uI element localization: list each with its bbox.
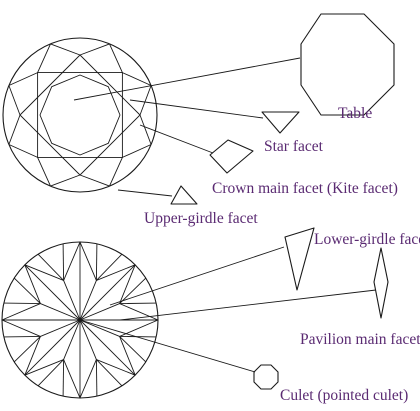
crown-facet-lines: [8, 43, 152, 187]
pavilion-main-line: [79, 319, 136, 376]
upper-girdle-line: [8, 85, 21, 116]
pavilion-star-line: [79, 241, 97, 281]
lower-girdle-line: [96, 359, 123, 387]
upper-girdle-line: [37, 157, 51, 187]
pavilion-star-line: [96, 359, 136, 376]
pavilion-star-line: [24, 336, 41, 376]
lower-girdle-line: [119, 302, 157, 305]
crown-main-facet-shape: [209, 139, 254, 174]
pavilion-star-line: [24, 264, 64, 281]
pavilion-star-line: [96, 264, 136, 281]
lower-girdle-line: [13, 336, 41, 363]
pavilion-star-line: [63, 359, 81, 399]
pavilion-main-facet-label: Pavilion main facet: [300, 331, 420, 348]
pavilion-star-line: [119, 303, 159, 321]
upper-girdle-line: [8, 72, 38, 86]
pavilion-main-facet-leader-line: [119, 289, 377, 321]
pavilion-inner-line: [40, 319, 81, 337]
pavilion-star-line: [119, 336, 136, 376]
upper-girdle-line: [122, 72, 152, 86]
pavilion-view: [1, 241, 159, 399]
lower-girdle-line: [62, 359, 65, 397]
upper-girdle-facet-label: Upper-girdle facet: [144, 210, 258, 227]
lower-girdle-line: [37, 253, 64, 281]
pavilion-facet-lines: [1, 241, 159, 399]
lower-girdle-line: [119, 335, 157, 338]
pavilion-inner-line: [63, 319, 81, 360]
leader-lines: [73, 57, 377, 373]
table-label: Table: [338, 105, 372, 122]
table-facet: [39, 74, 121, 156]
pavilion-star-line: [79, 359, 97, 399]
upper-girdle-line: [139, 85, 152, 116]
lower-girdle-line: [119, 336, 147, 363]
pavilion-star-line: [119, 264, 136, 304]
pavilion-inner-line: [40, 303, 81, 321]
pavilion-main-line: [79, 264, 136, 321]
lower-girdle-line: [13, 277, 41, 304]
upper-girdle-line: [37, 43, 51, 73]
lower-girdle-facet-label: Lower-girdle facet: [314, 231, 420, 248]
pavilion-inner-line: [63, 280, 81, 321]
star-facet-label: Star facet: [264, 138, 324, 155]
pavilion-main-line: [24, 319, 81, 376]
upper-girdle-line: [79, 174, 110, 187]
pavilion-star-line: [1, 319, 41, 337]
culet-leader-line: [79, 319, 256, 373]
lower-girdle-line: [95, 359, 98, 397]
lower-girdle-facet-leader-line: [109, 246, 285, 306]
crown-girdle-circle: [2, 37, 158, 193]
crown-main-facet-leader-line: [139, 124, 214, 154]
upper-girdle-line: [50, 174, 81, 187]
culet-label: Culet (pointed culet): [280, 387, 408, 404]
lower-girdle-line: [3, 302, 41, 305]
pavilion-star-line: [63, 241, 81, 281]
star-facet-shape: [261, 111, 300, 134]
table-leader-line: [73, 57, 301, 101]
lower-girdle-line: [95, 243, 98, 281]
lower-girdle-line: [3, 335, 41, 338]
upper-girdle-line: [8, 114, 21, 145]
upper-girdle-line: [8, 144, 38, 158]
upper-girdle-facet-leader-line: [117, 189, 173, 197]
upper-girdle-line: [50, 43, 81, 56]
crown-view: [2, 37, 158, 193]
upper-girdle-line: [79, 43, 110, 56]
upper-girdle-line: [109, 43, 123, 73]
upper-girdle-line: [139, 114, 152, 145]
pavilion-inner-line: [79, 303, 120, 321]
table-octagon-shape: [300, 13, 395, 116]
culet-octagon-shape: [253, 364, 279, 390]
pavilion-main-line: [24, 264, 81, 321]
pavilion-star-line: [24, 264, 41, 304]
star-square-b: [37, 72, 123, 158]
lower-girdle-line: [62, 243, 65, 281]
lower-girdle-line: [96, 253, 123, 281]
crown-main-facet-label: Crown main facet (Kite facet): [212, 180, 398, 197]
upper-girdle-line: [109, 157, 123, 187]
pavilion-inner-line: [79, 280, 97, 321]
star-facet-leader-line: [129, 99, 264, 119]
pavilion-main-facet-shape: [373, 247, 389, 319]
pavilion-star-line: [24, 359, 64, 376]
lower-girdle-line: [37, 359, 64, 387]
pavilion-inner-line: [79, 319, 97, 360]
pavilion-star-line: [1, 303, 41, 321]
upper-girdle-line: [122, 144, 152, 158]
pavilion-inner-line: [79, 319, 120, 337]
upper-girdle-facet-shape: [170, 185, 198, 205]
lower-girdle-facet-shape: [284, 227, 315, 291]
lower-girdle-line: [119, 277, 147, 304]
